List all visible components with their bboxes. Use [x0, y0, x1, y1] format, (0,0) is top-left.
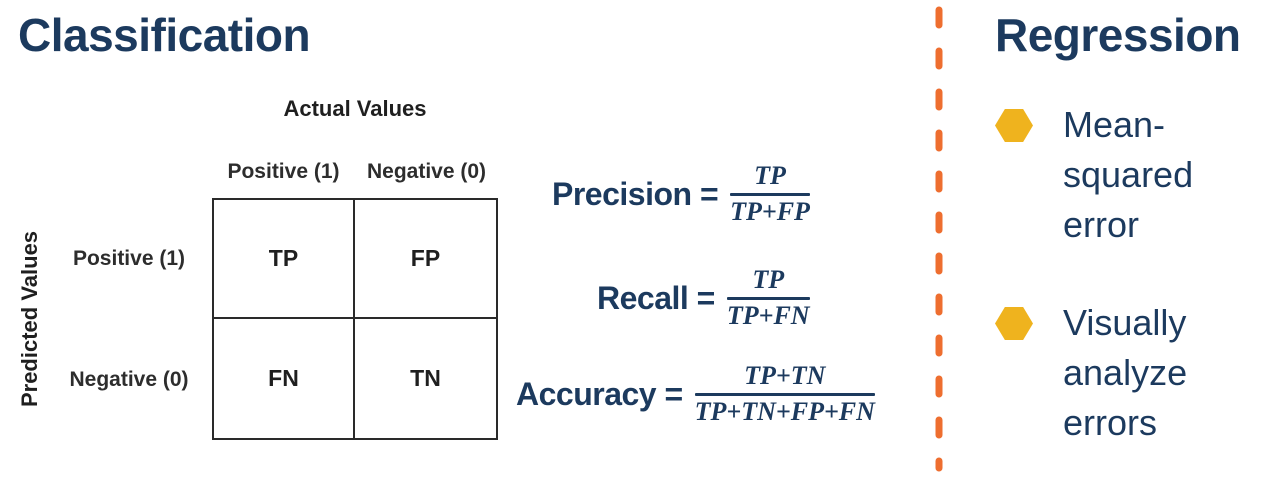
recall-fraction: TP TP+FN	[726, 265, 810, 330]
accuracy-numerator: TP+TN	[744, 361, 826, 390]
recall-denominator: TP+FN	[726, 300, 810, 330]
recall-numerator: TP	[752, 265, 785, 294]
precision-numerator: TP	[754, 161, 786, 190]
cell-false-negative: FN	[214, 319, 355, 438]
fraction-bar	[730, 192, 810, 196]
column-header-negative: Negative (0)	[366, 160, 487, 183]
hexagon-bullet-icon	[995, 109, 1033, 142]
bullet-text-mean-squared-error: Mean-squared error	[1063, 104, 1194, 245]
precision-formula-label: Precision =	[552, 175, 719, 212]
list-item: Visually analyze errors	[995, 298, 1245, 448]
column-header-positive: Positive (1)	[227, 160, 340, 183]
recall-formula-label: Recall =	[597, 279, 715, 316]
confusion-matrix: TP FP FN TN	[212, 198, 498, 440]
cell-true-positive: TP	[214, 200, 355, 319]
precision-formula: Precision = TP TP+FP	[552, 161, 810, 226]
precision-fraction: TP TP+FP	[730, 161, 810, 226]
predicted-values-axis-label: Predicted Values	[17, 230, 42, 408]
regression-bullet-list: Mean-squared error Visually analyze erro…	[995, 100, 1245, 496]
row-header-positive: Positive (1)	[72, 247, 186, 270]
cell-true-negative: TN	[410, 365, 441, 391]
recall-formula: Recall = TP TP+FN	[597, 265, 810, 330]
bullet-text-visually-analyze-errors: Visually analyze errors	[1063, 302, 1188, 443]
accuracy-fraction: TP+TN TP+TN+FP+FN	[694, 361, 875, 426]
regression-section-title: Regression	[995, 9, 1241, 61]
hexagon-bullet-icon	[995, 307, 1033, 340]
fraction-bar	[726, 296, 810, 300]
dashed-divider-line	[935, 6, 943, 472]
precision-denominator: TP+FP	[730, 196, 810, 226]
accuracy-formula-label: Accuracy =	[516, 375, 683, 412]
list-item: Mean-squared error	[995, 100, 1245, 250]
classification-section-title: Classification	[18, 9, 311, 61]
accuracy-denominator: TP+TN+FP+FN	[694, 396, 875, 426]
actual-values-axis-label: Actual Values	[283, 96, 427, 121]
cell-false-positive: FP	[355, 200, 496, 319]
row-header-negative: Negative (0)	[69, 368, 189, 391]
accuracy-formula: Accuracy = TP+TN TP+TN+FP+FN	[516, 361, 875, 426]
fraction-bar	[694, 392, 875, 396]
